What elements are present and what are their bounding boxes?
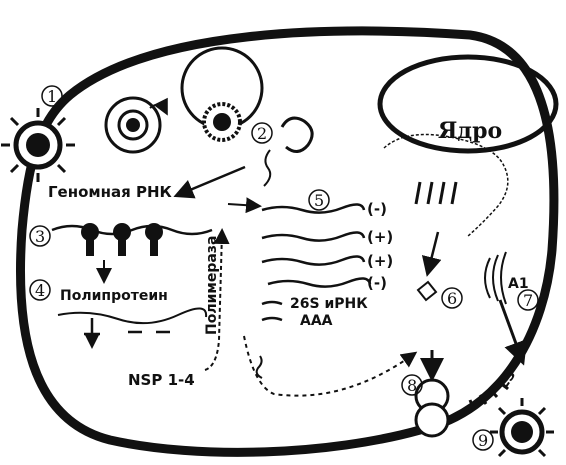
step-7: 7 bbox=[523, 291, 533, 310]
polyprotein-label: Полипротеин bbox=[60, 288, 168, 304]
golgi bbox=[485, 252, 506, 304]
arrow-golgi-out bbox=[500, 300, 522, 360]
ribosomes bbox=[81, 223, 163, 256]
strand-plus-1: (+) bbox=[367, 228, 393, 246]
er-ribosomes bbox=[416, 182, 456, 204]
virion-released bbox=[490, 398, 554, 456]
fusion-vesicle bbox=[182, 48, 262, 140]
nucleocapsid-squiggle bbox=[257, 356, 262, 378]
arrow-transport bbox=[244, 336, 414, 396]
translated-rna bbox=[52, 226, 212, 234]
budding-virion bbox=[416, 350, 448, 436]
strand-minus-1: (-) bbox=[367, 200, 387, 218]
step-5: 5 bbox=[314, 191, 324, 210]
endosome bbox=[106, 98, 166, 152]
step-6: 6 bbox=[447, 289, 457, 308]
strand-plus-2: (+) bbox=[367, 252, 393, 270]
uncoating-capsid bbox=[282, 118, 312, 151]
step-1: 1 bbox=[47, 87, 57, 106]
mrna-26s-label: 26S иРНК bbox=[290, 296, 368, 312]
cell-membrane bbox=[20, 31, 553, 452]
cleavage-marks bbox=[84, 318, 170, 334]
step-8: 8 bbox=[407, 376, 417, 395]
nsp-label: NSP 1-4 bbox=[128, 371, 195, 389]
virion-entry bbox=[1, 108, 75, 182]
genomic-rna-label: Геномная РНК bbox=[48, 183, 173, 201]
polymerase-label: Полимераза bbox=[204, 236, 220, 335]
strand-minus-2: (-) bbox=[367, 274, 387, 292]
released-rna bbox=[264, 150, 270, 186]
step-3: 3 bbox=[35, 227, 45, 246]
arrow-to-genome bbox=[178, 167, 245, 195]
step-9: 9 bbox=[478, 431, 488, 450]
arrow-to-budding-protein bbox=[428, 232, 438, 272]
step-4: 4 bbox=[35, 281, 45, 300]
polyprotein-chain bbox=[58, 308, 206, 323]
arrow-to-replication bbox=[228, 204, 258, 206]
step-2: 2 bbox=[257, 124, 267, 143]
nucleus-label: Ядро bbox=[438, 118, 502, 144]
aaa-label: AAA bbox=[300, 313, 333, 329]
capsid-protein-6 bbox=[418, 282, 436, 300]
